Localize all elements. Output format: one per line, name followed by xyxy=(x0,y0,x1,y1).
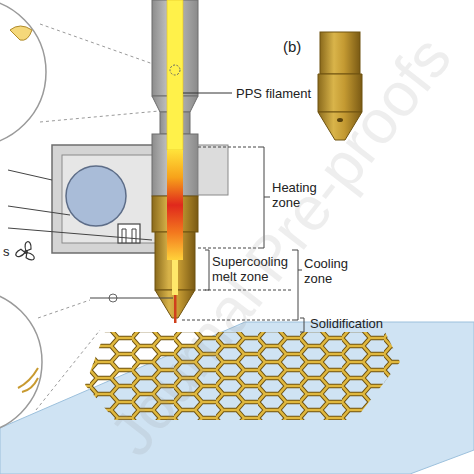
zone-label: Cooling zone xyxy=(304,256,360,286)
zone-brackets xyxy=(205,147,304,332)
inset-detail xyxy=(10,26,32,40)
inset-detail xyxy=(18,368,38,392)
heater-block-inner xyxy=(62,155,162,243)
leader-line xyxy=(40,110,170,122)
inset-circle xyxy=(0,290,42,434)
leader-line xyxy=(90,298,173,299)
heater-cartridge xyxy=(66,166,126,226)
honeycomb-print xyxy=(80,328,410,424)
leader-line xyxy=(36,330,100,410)
melt-channel xyxy=(172,260,178,295)
filament xyxy=(167,0,183,150)
zone-label: Solidification xyxy=(310,316,420,331)
part-label: PPS filament xyxy=(236,86,346,101)
leader-line xyxy=(8,228,152,240)
part-label: s xyxy=(3,244,23,259)
leader-line xyxy=(38,300,90,318)
panel-label: (b) xyxy=(283,38,313,55)
inset-circle xyxy=(0,0,46,146)
build-plate xyxy=(0,322,474,474)
leader-line xyxy=(8,206,70,215)
leader-line xyxy=(183,93,232,94)
molten-filament xyxy=(167,150,183,260)
nozzle-photo-tip xyxy=(318,112,362,140)
thermistor xyxy=(118,224,140,243)
thermistor-leads xyxy=(122,229,136,243)
zone-brackets xyxy=(182,147,292,320)
zone-label: Heating zone xyxy=(272,180,326,210)
inset-marker xyxy=(170,65,180,75)
nozzle-photo-hole xyxy=(337,118,343,122)
nozzle-photo-hex xyxy=(318,74,362,112)
watermark: Journal Pre-proofs xyxy=(92,19,468,472)
nozzle-photo-body xyxy=(320,32,360,74)
heat-sink-plate xyxy=(198,145,228,195)
leader-line xyxy=(8,170,52,180)
fan-icon xyxy=(15,242,36,262)
leader-line xyxy=(40,24,170,70)
extrudate xyxy=(174,295,177,323)
zone-label: Supercooling melt zone xyxy=(212,254,294,284)
